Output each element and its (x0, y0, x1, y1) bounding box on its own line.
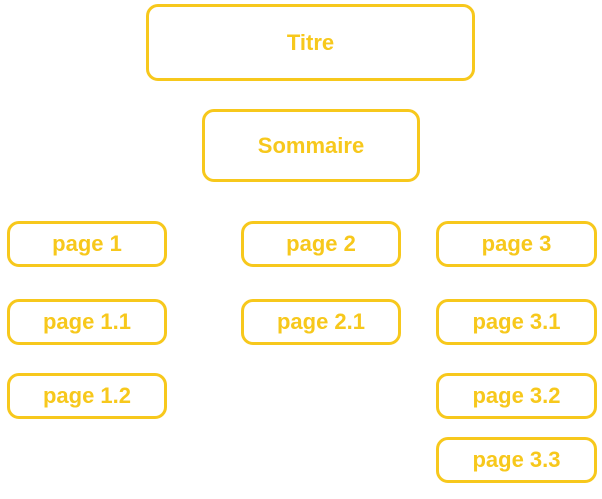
page-3-node: page 3 (436, 221, 597, 267)
page-2-label: page 2 (286, 231, 356, 256)
page-3-label: page 3 (481, 231, 552, 256)
page-1-node: page 1 (7, 221, 167, 267)
page-1-1-label: page 1.1 (42, 309, 132, 334)
summary-label: Sommaire (257, 132, 365, 158)
page-3-3-node: page 3.3 (436, 437, 597, 483)
page-3-2-label: page 3.2 (472, 383, 561, 408)
page-2-1-node: page 2.1 (241, 299, 401, 345)
page-2-node: page 2 (241, 221, 401, 267)
page-1-label: page 1 (52, 231, 122, 256)
page-2-1-label: page 2.1 (276, 309, 366, 334)
page-1-2-label: page 1.2 (42, 383, 132, 408)
page-1-2-node: page 1.2 (7, 373, 167, 419)
page-3-2-node: page 3.2 (436, 373, 597, 419)
title-node: Titre (146, 4, 475, 81)
page-3-1-label: page 3.1 (472, 309, 561, 334)
page-1-1-node: page 1.1 (7, 299, 167, 345)
title-label: Titre (286, 29, 335, 55)
page-3-1-node: page 3.1 (436, 299, 597, 345)
page-3-3-label: page 3.3 (472, 447, 561, 472)
summary-node: Sommaire (202, 109, 420, 182)
